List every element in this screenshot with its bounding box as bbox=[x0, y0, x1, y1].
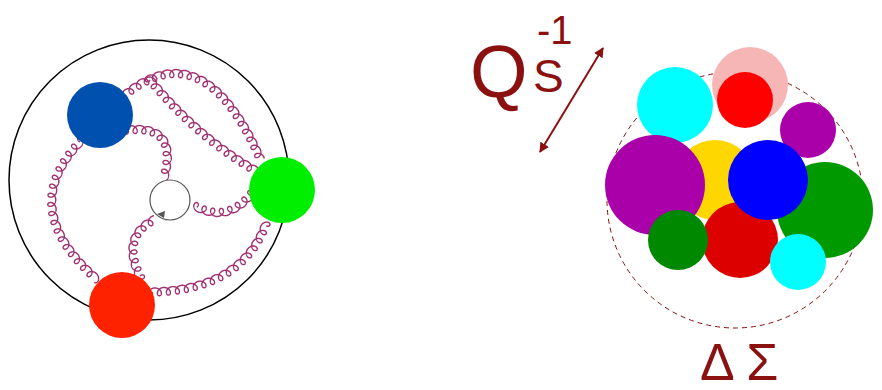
cyan-blob bbox=[637, 67, 713, 143]
nucleon-outline bbox=[9, 40, 289, 320]
gluon-coil bbox=[48, 137, 99, 282]
blue-quark bbox=[67, 82, 133, 148]
gluon-coil bbox=[124, 126, 171, 181]
quark-loop bbox=[150, 180, 190, 220]
gluon-coil bbox=[122, 70, 264, 159]
gluon-coil bbox=[129, 216, 154, 280]
gluon-lines bbox=[48, 70, 270, 297]
spin-symbol: Δ Σ bbox=[700, 336, 778, 388]
gluon-coil bbox=[148, 222, 270, 296]
loop-arrow bbox=[157, 211, 165, 218]
gluon-coil bbox=[145, 77, 258, 171]
superscript: -1 bbox=[537, 10, 573, 50]
cyan-blob bbox=[770, 234, 826, 290]
red-quark bbox=[89, 272, 155, 338]
subscript: S bbox=[533, 53, 564, 99]
green-blob bbox=[648, 210, 708, 270]
scale-symbol: Q bbox=[470, 35, 528, 109]
blue-blob bbox=[728, 140, 808, 220]
green-quark bbox=[249, 157, 315, 223]
gluon-coil bbox=[194, 190, 253, 216]
red-blob bbox=[717, 72, 773, 128]
